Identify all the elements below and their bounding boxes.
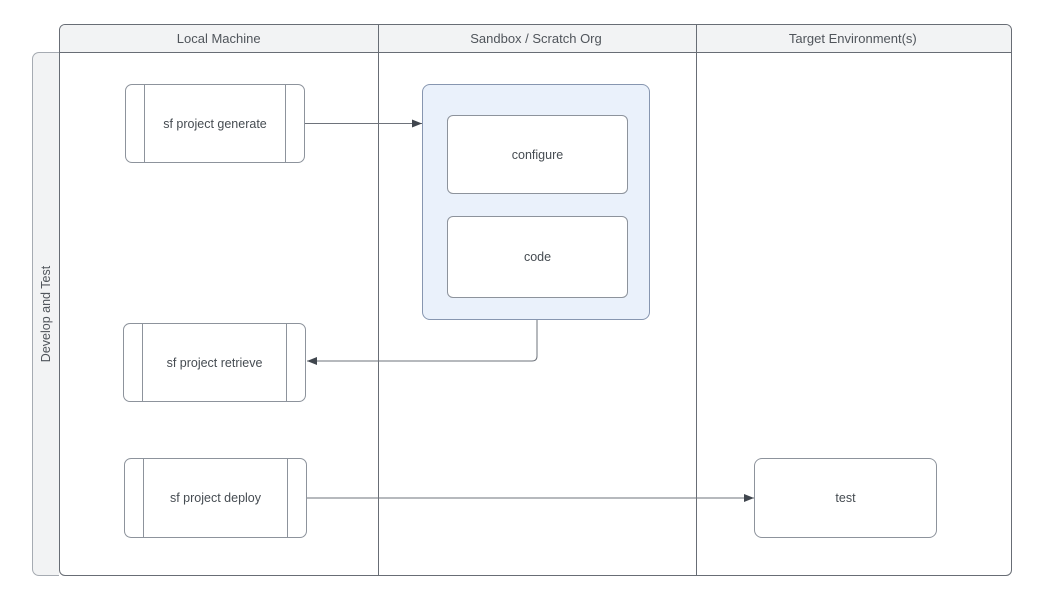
- node-sf-project-deploy[interactable]: sf project deploy: [124, 458, 307, 538]
- node-code[interactable]: code: [447, 216, 628, 298]
- lane-divider: [696, 25, 697, 575]
- lane-header-sandbox-scratch-org[interactable]: Sandbox / Scratch Org: [377, 25, 694, 52]
- node-label: configure: [511, 147, 564, 162]
- phase-lane-label: Develop and Test: [39, 265, 53, 363]
- lane-divider: [378, 25, 379, 575]
- node-sf-project-retrieve[interactable]: sf project retrieve: [123, 323, 306, 402]
- node-configure[interactable]: configure: [447, 115, 628, 194]
- node-sandbox-container[interactable]: configure code: [422, 84, 650, 320]
- node-test[interactable]: test: [754, 458, 937, 538]
- pool-header-row: Local Machine Sandbox / Scratch Org Targ…: [60, 25, 1011, 53]
- phase-lane-develop-and-test[interactable]: Develop and Test: [32, 52, 59, 576]
- node-label: test: [835, 491, 856, 505]
- node-label: sf project retrieve: [166, 355, 263, 370]
- node-label: sf project deploy: [169, 491, 262, 505]
- lane-header-label: Local Machine: [176, 31, 261, 46]
- node-label: code: [523, 250, 552, 264]
- node-sf-project-generate[interactable]: sf project generate: [125, 84, 305, 163]
- edge-sandbox-to-retrieve[interactable]: [307, 320, 538, 365]
- node-label: sf project generate: [163, 116, 267, 131]
- lane-header-local-machine[interactable]: Local Machine: [60, 25, 377, 52]
- lane-header-target-environments[interactable]: Target Environment(s): [695, 25, 1011, 52]
- lane-header-label: Sandbox / Scratch Org: [470, 31, 602, 46]
- lane-header-label: Target Environment(s): [788, 31, 917, 46]
